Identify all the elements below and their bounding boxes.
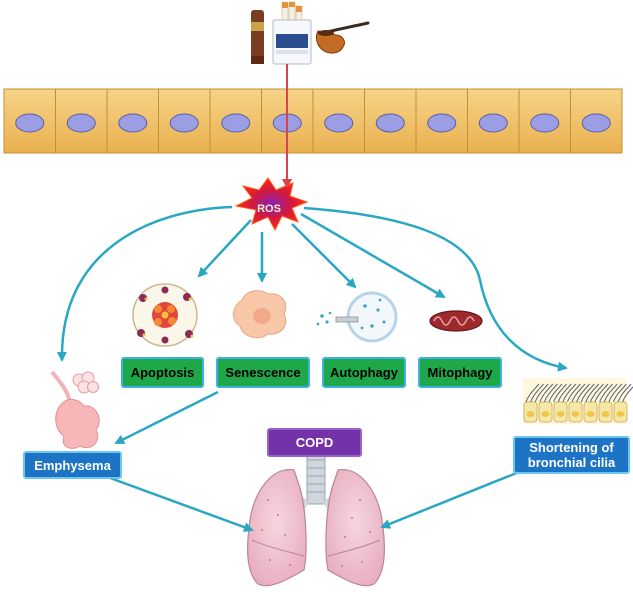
cilium bbox=[557, 383, 572, 403]
cell-nucleus bbox=[427, 113, 457, 133]
cell-nucleus bbox=[530, 113, 560, 133]
cilium bbox=[571, 383, 586, 403]
alveoli-icon bbox=[50, 370, 100, 449]
lungs-icon bbox=[247, 451, 385, 587]
arrow-ros-to-emphysema bbox=[56, 205, 233, 362]
ciliated-cell-nucleus bbox=[586, 411, 595, 417]
cell-nucleus bbox=[375, 113, 405, 133]
cilium bbox=[617, 383, 632, 403]
cilium bbox=[612, 383, 627, 403]
cell-nucleus bbox=[66, 113, 96, 133]
shortening-cilia-box: Shortening of bronchial cilia bbox=[513, 436, 630, 474]
shortening-label-line1: Shortening of bbox=[529, 440, 614, 455]
cilium bbox=[562, 383, 577, 403]
apoptotic-cell-icon bbox=[132, 283, 198, 347]
mitochondrion-icon bbox=[429, 310, 483, 332]
ciliated-cell-nucleus bbox=[601, 411, 610, 417]
arrow-emphysema-to-copd bbox=[101, 473, 254, 532]
copd-box: COPD bbox=[267, 428, 362, 457]
cilium bbox=[594, 383, 609, 403]
cilium bbox=[622, 386, 633, 403]
cilium bbox=[530, 383, 544, 403]
cell-nucleus bbox=[169, 113, 199, 133]
ciliated-cell-nucleus bbox=[526, 411, 535, 417]
cilium bbox=[589, 383, 604, 403]
cilium bbox=[553, 383, 567, 403]
arrow-ros-to-mitophagy bbox=[300, 212, 446, 299]
epithelial-cell bbox=[312, 88, 365, 154]
arrow-ros-to-apoptosis bbox=[197, 219, 252, 278]
cigar-icon bbox=[251, 10, 264, 64]
epithelial-cell-layer bbox=[3, 88, 623, 154]
ciliated-cell-nucleus bbox=[571, 411, 580, 417]
cilium bbox=[539, 383, 554, 403]
cell-nucleus bbox=[478, 113, 508, 133]
emphysema-box: Emphysema bbox=[23, 451, 122, 479]
cell-nucleus bbox=[15, 113, 45, 133]
cell-nucleus bbox=[221, 113, 251, 133]
cilium bbox=[603, 383, 618, 403]
cilium bbox=[608, 383, 623, 403]
cilium bbox=[599, 383, 613, 403]
senescence-box: Senescence bbox=[216, 357, 310, 388]
cilium bbox=[576, 383, 590, 403]
cell-nucleus bbox=[581, 113, 611, 133]
ciliated-cell-nucleus bbox=[556, 411, 565, 417]
ciliated-cell-nucleus bbox=[541, 411, 550, 417]
arrow-ros-to-autophagy bbox=[291, 223, 357, 289]
ciliated-cell-nucleus bbox=[616, 411, 625, 417]
pipe-icon bbox=[315, 21, 370, 54]
cilium bbox=[566, 383, 581, 403]
cell-nucleus bbox=[118, 113, 148, 133]
apoptosis-box: Apoptosis bbox=[121, 357, 204, 388]
senescent-cell-icon bbox=[233, 290, 287, 339]
autophagy-icon bbox=[316, 291, 398, 343]
ros-label: ROS bbox=[257, 203, 281, 215]
bronchial-cilia-icon bbox=[523, 378, 633, 424]
cilium bbox=[534, 383, 549, 403]
cilium bbox=[525, 383, 540, 403]
cilium bbox=[548, 383, 563, 403]
cilium bbox=[543, 383, 558, 403]
cigarette-pack-icon bbox=[272, 1, 312, 65]
shortening-label-line2: bronchial cilia bbox=[527, 455, 616, 470]
arrow-ros-to-cilia bbox=[303, 206, 568, 372]
cilium bbox=[580, 383, 595, 403]
autophagy-box: Autophagy bbox=[322, 357, 406, 388]
arrow-senescence-to-emphysema bbox=[114, 390, 219, 445]
cilium bbox=[585, 383, 600, 403]
ros-burst bbox=[234, 177, 309, 232]
arrow-cilia-to-copd bbox=[380, 468, 525, 529]
cell-nucleus bbox=[324, 113, 354, 133]
mitophagy-box: Mitophagy bbox=[418, 357, 502, 388]
